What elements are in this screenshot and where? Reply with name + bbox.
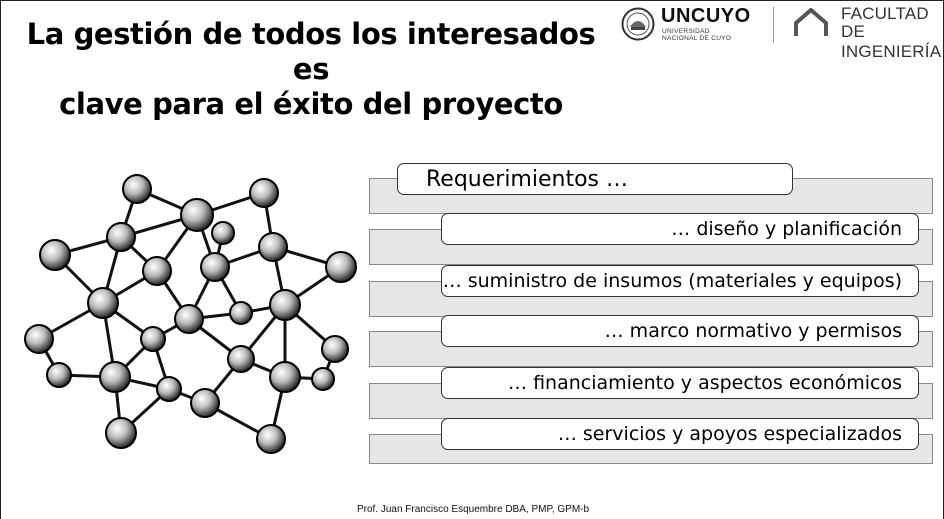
university-seal-icon	[621, 7, 655, 41]
uncuyo-subtitle-2: NACIONAL DE CUYO	[662, 35, 732, 42]
faculty-line-1: FACULTAD	[841, 4, 929, 23]
row-label-box: … diseño y planificación	[441, 213, 919, 245]
row-label-box: … servicios y apoyos especializados	[441, 418, 919, 450]
row-label-box: … marco normativo y permisos	[441, 315, 919, 347]
uncuyo-logo: UNCUYO UNIVERSIDAD NACIONAL DE CUYO	[621, 5, 771, 45]
title-line-2: clave para el éxito del proyecto	[59, 87, 563, 121]
uncuyo-subtitle-1: UNIVERSIDAD	[662, 28, 710, 35]
slide-title: La gestión de todos los interesados es c…	[21, 17, 601, 122]
row-label-box: Requerimientos …	[397, 163, 793, 195]
faculty-line-2: DE INGENIERÍA	[841, 22, 942, 61]
footer-credit: Prof. Juan Francisco Esquembre DBA, PMP,…	[356, 504, 590, 515]
row-label-box: … financiamiento y aspectos económicos	[441, 367, 919, 399]
uncuyo-name: UNCUYO	[661, 5, 751, 27]
logo-divider	[773, 7, 774, 43]
molecule-network-illustration	[24, 174, 357, 454]
title-line-1: La gestión de todos los interesados es	[26, 17, 596, 86]
row-label-box: … suministro de insumos (materiales y eq…	[441, 265, 919, 297]
faculty-logo: FACULTAD DE INGENIERÍA	[793, 3, 944, 61]
faculty-mark-icon	[794, 8, 828, 36]
